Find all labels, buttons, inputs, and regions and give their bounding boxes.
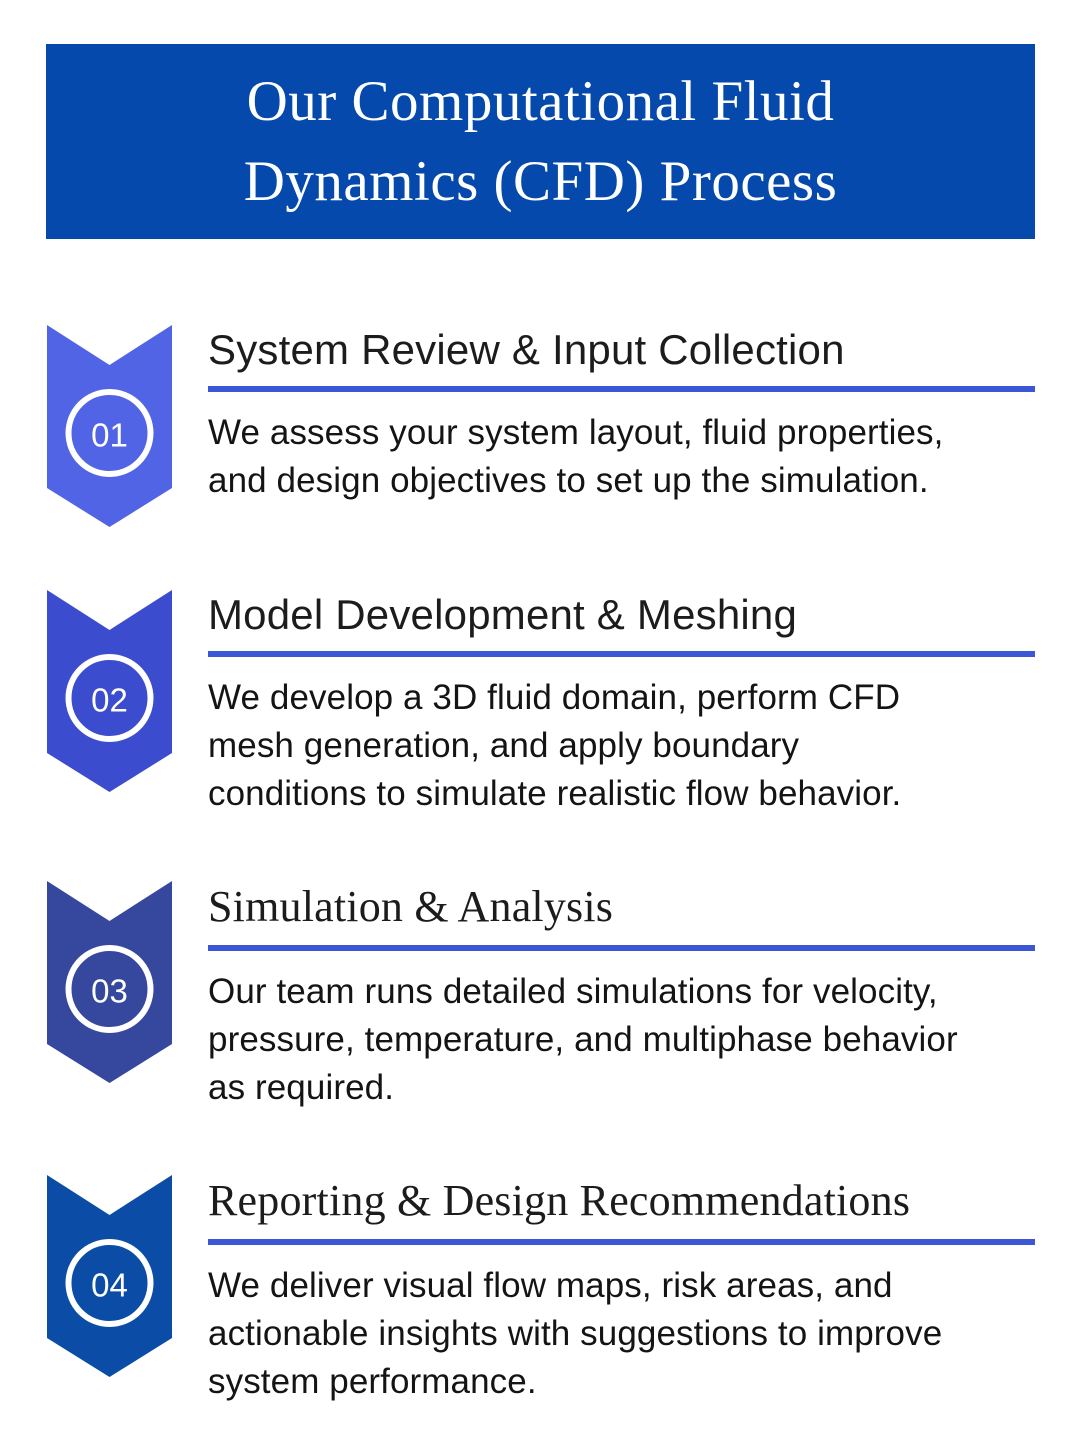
chevron-shape <box>47 881 172 1084</box>
step-heading: System Review & Input Collection <box>208 326 845 373</box>
title-banner: Our Computational Fluid Dynamics (CFD) P… <box>46 44 1035 239</box>
heading-underline <box>208 651 1035 658</box>
page-title: Our Computational Fluid Dynamics (CFD) P… <box>243 69 838 213</box>
heading-underline <box>208 386 1035 393</box>
step-content: Model Development & Meshing We develop a… <box>208 590 1035 818</box>
step-description: We assess your system layout, fluid prop… <box>208 413 944 501</box>
step-description: We develop a 3D fluid domain, perform CF… <box>208 678 902 814</box>
step-content: System Review & Input Collection We asse… <box>208 325 1035 505</box>
process-step-4: 04 Reporting & Design Recommendations We… <box>47 1175 1035 1406</box>
step-description: We deliver visual flow maps, risk areas,… <box>208 1265 943 1401</box>
step-number: 03 <box>91 973 128 1010</box>
step-heading: Model Development & Meshing <box>208 591 798 638</box>
step-number: 01 <box>91 417 128 454</box>
heading-underline <box>208 1238 1035 1245</box>
chevron-shape <box>47 590 172 792</box>
step-chevron-icon: 01 <box>47 325 172 527</box>
step-number-circle <box>65 1239 154 1328</box>
chevron-shape <box>47 1175 172 1378</box>
step-heading: Reporting & Design Recommendations <box>208 1176 911 1226</box>
step-description: Our team runs detailed simulations for v… <box>208 972 958 1108</box>
step-chevron-icon: 03 <box>47 881 172 1084</box>
process-steps: 01 System Review & Input Collection We a… <box>0 239 1080 1406</box>
step-content: Reporting & Design Recommendations We de… <box>208 1175 1035 1406</box>
step-chevron-icon: 02 <box>47 590 172 792</box>
heading-underline <box>208 945 1035 952</box>
process-step-1: 01 System Review & Input Collection We a… <box>47 325 1035 527</box>
step-chevron-icon: 04 <box>47 1175 172 1378</box>
process-step-2: 02 Model Development & Meshing We develo… <box>47 590 1035 818</box>
step-number: 02 <box>91 682 128 719</box>
step-number-circle <box>65 654 154 742</box>
process-step-3: 03 Simulation & Analysis Our team runs d… <box>47 881 1035 1112</box>
step-number-circle <box>65 389 154 477</box>
step-number-circle <box>65 945 154 1034</box>
step-content: Simulation & Analysis Our team runs deta… <box>208 881 1035 1112</box>
step-heading: Simulation & Analysis <box>208 882 614 932</box>
step-number: 04 <box>91 1267 128 1304</box>
chevron-shape <box>47 325 172 527</box>
